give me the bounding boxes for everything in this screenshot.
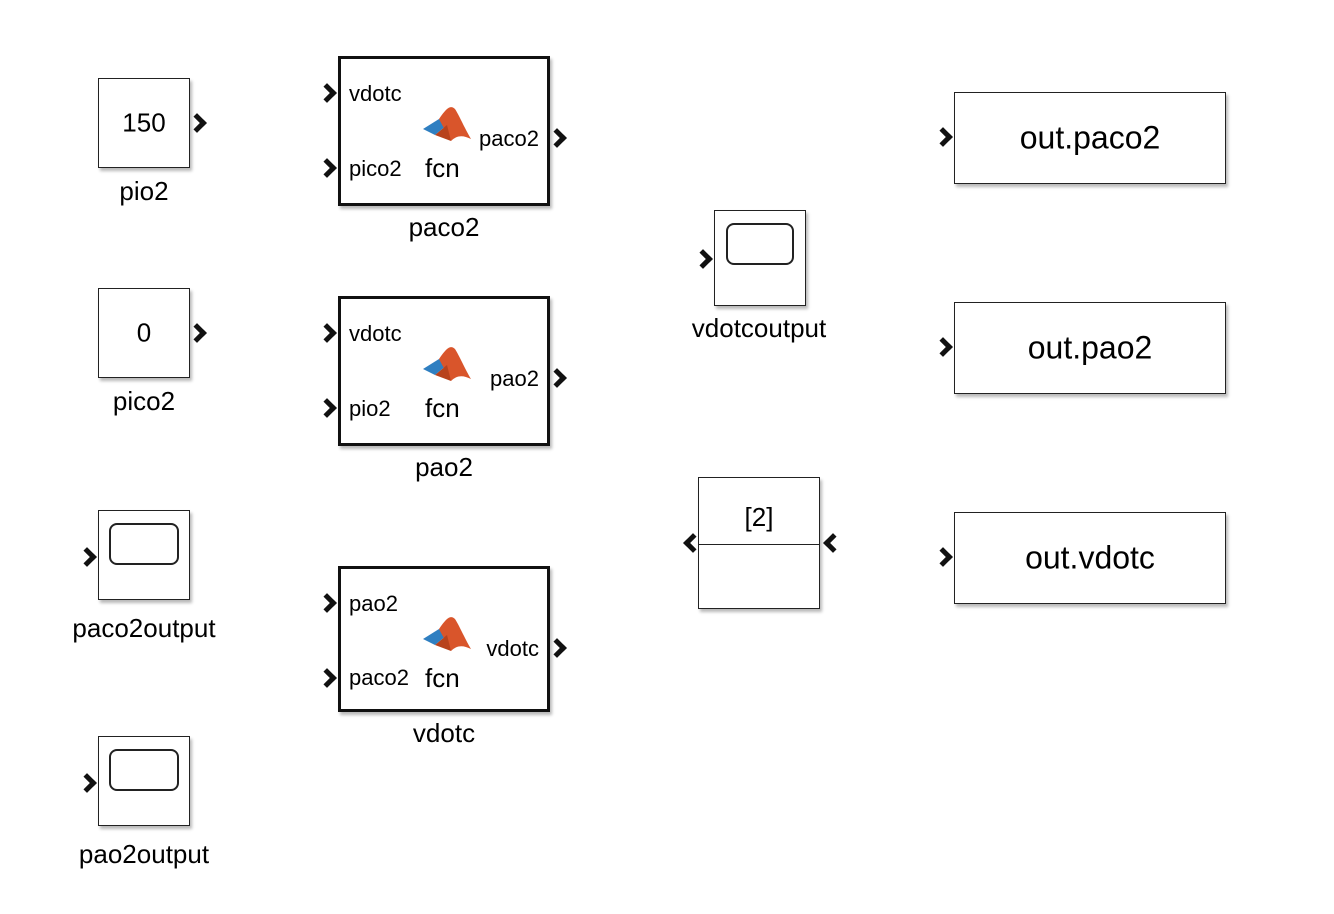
block-caption: vdotc xyxy=(412,718,476,748)
output-port[interactable] xyxy=(187,113,207,133)
matlab-logo-icon xyxy=(423,107,471,141)
constant-value: 150 xyxy=(122,107,166,138)
input-port[interactable] xyxy=(693,249,713,269)
output-variable-label: out.paco2 xyxy=(1019,119,1161,156)
output-variable-label: out.pao2 xyxy=(1027,329,1153,366)
scope-screen-icon xyxy=(109,749,179,791)
function-label: fcn xyxy=(425,663,460,693)
scope-screen-icon xyxy=(726,223,794,265)
output-port-label: pao2 xyxy=(490,366,539,391)
output-port-label: paco2 xyxy=(479,126,539,151)
matlab-function-block-paco2[interactable]: vdotc pico2 paco2 fcn xyxy=(338,56,550,206)
output-port-label: vdotc xyxy=(486,636,539,661)
matlab-logo-icon xyxy=(423,347,471,381)
output-block-vdotc[interactable]: out.vdotc xyxy=(954,512,1226,604)
memory-label: [2] xyxy=(744,502,774,532)
matlab-logo-icon xyxy=(423,617,471,651)
matlab-function-block-vdotc[interactable]: pao2 paco2 vdotc fcn xyxy=(338,566,550,712)
input-port[interactable] xyxy=(317,158,337,178)
block-caption: paco2output xyxy=(72,613,216,643)
block-caption: vdotcoutput xyxy=(691,313,827,343)
block-caption: pao2output xyxy=(78,839,210,869)
input-port-label: vdotc xyxy=(349,81,402,106)
output-block-paco2[interactable]: out.paco2 xyxy=(954,92,1226,184)
scope-screen-icon xyxy=(109,523,179,565)
input-port-label: paco2 xyxy=(349,665,409,690)
input-port[interactable] xyxy=(823,533,843,553)
input-port[interactable] xyxy=(77,773,97,793)
constant-value: 0 xyxy=(136,317,152,348)
block-caption: pio2 xyxy=(119,176,169,206)
input-port-label: pao2 xyxy=(349,591,398,616)
scope-block-pao2output[interactable] xyxy=(98,736,190,826)
input-port[interactable] xyxy=(317,83,337,103)
input-port-label: vdotc xyxy=(349,321,402,346)
output-block-pao2[interactable]: out.pao2 xyxy=(954,302,1226,394)
scope-block-paco2output[interactable] xyxy=(98,510,190,600)
input-port[interactable] xyxy=(933,547,953,567)
function-label: fcn xyxy=(425,153,460,183)
constant-block-pio2[interactable]: 150 xyxy=(98,78,190,168)
output-port[interactable] xyxy=(547,638,567,658)
input-port[interactable] xyxy=(317,323,337,343)
output-port[interactable] xyxy=(547,128,567,148)
block-caption: paco2 xyxy=(408,212,480,242)
block-caption: pico2 xyxy=(112,386,176,416)
input-port[interactable] xyxy=(77,547,97,567)
matlab-function-block-pao2[interactable]: vdotc pio2 pao2 fcn xyxy=(338,296,550,446)
function-label: fcn xyxy=(425,393,460,423)
block-caption: pao2 xyxy=(415,452,473,482)
input-port-label: pio2 xyxy=(349,396,391,421)
output-variable-label: out.vdotc xyxy=(1025,539,1155,576)
scope-block-vdotcoutput[interactable] xyxy=(714,210,806,306)
input-port-label: pico2 xyxy=(349,156,402,181)
output-port[interactable] xyxy=(547,368,567,388)
input-port[interactable] xyxy=(933,127,953,147)
input-port[interactable] xyxy=(317,593,337,613)
input-port[interactable] xyxy=(317,398,337,418)
input-port[interactable] xyxy=(317,668,337,688)
block-divider xyxy=(699,544,819,545)
input-port[interactable] xyxy=(933,337,953,357)
constant-block-pico2[interactable]: 0 xyxy=(98,288,190,378)
output-port[interactable] xyxy=(187,323,207,343)
memory-block[interactable]: [2] xyxy=(698,477,820,609)
